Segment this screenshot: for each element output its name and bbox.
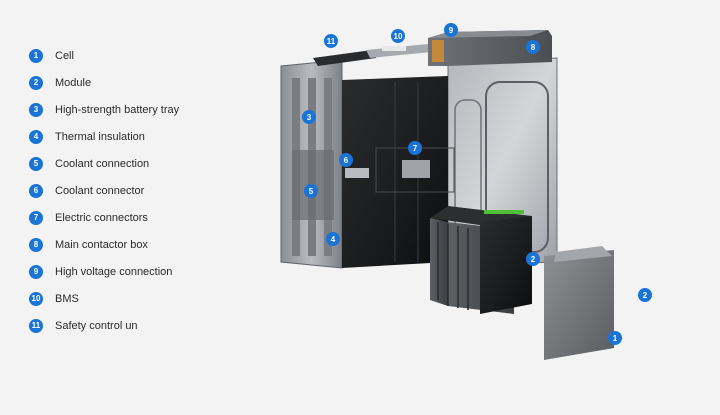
- legend-label: Main contactor box: [55, 238, 148, 251]
- callout-9: 9: [444, 23, 458, 37]
- callout-4: 4: [326, 232, 340, 246]
- module: [430, 206, 532, 314]
- legend-badge: 10: [29, 291, 43, 306]
- legend-badge: 2: [29, 75, 43, 90]
- legend-label: Electric connectors: [55, 211, 148, 224]
- legend-badge: 4: [29, 129, 43, 144]
- legend-item-main-contactor-box: 8 Main contactor box: [29, 231, 179, 258]
- legend-label: Cell: [55, 49, 74, 62]
- callout-8: 8: [526, 40, 540, 54]
- callout-2-module: 2: [526, 252, 540, 266]
- legend-label: Module: [55, 76, 92, 89]
- legend-badge: 1: [29, 48, 43, 63]
- battery-tray: [280, 59, 343, 269]
- legend-badge: 7: [29, 210, 43, 225]
- legend-badge: 8: [29, 237, 43, 252]
- svg-text:7: 7: [413, 144, 418, 153]
- legend-item-cell: 1 Cell: [29, 42, 179, 69]
- svg-text:11: 11: [327, 37, 336, 46]
- legend-badge: 3: [29, 102, 43, 117]
- svg-text:6: 6: [344, 156, 349, 165]
- svg-text:3: 3: [307, 113, 312, 122]
- svg-text:9: 9: [449, 26, 454, 35]
- main-contactor-box: [428, 30, 552, 66]
- legend-badge: 11: [29, 318, 43, 333]
- callout-1: 1: [608, 331, 622, 345]
- callout-3: 3: [302, 110, 316, 124]
- legend-item-module: 2 Module: [29, 69, 179, 96]
- legend-label: Safety control un: [55, 319, 138, 332]
- legend-item-bms: 10 BMS: [29, 285, 179, 312]
- svg-text:2: 2: [531, 255, 536, 264]
- callout-6: 6: [339, 153, 353, 167]
- legend-label: High-strength battery tray: [55, 103, 180, 116]
- svg-text:4: 4: [331, 235, 336, 244]
- svg-text:5: 5: [309, 187, 314, 196]
- legend-label: BMS: [55, 292, 79, 305]
- legend-item-coolant-connection: 5 Coolant connection: [29, 150, 179, 177]
- legend-label: Coolant connection: [55, 157, 150, 170]
- svg-text:1: 1: [613, 334, 618, 343]
- legend: 1 Cell 2 Module 3 High-strength battery …: [29, 42, 179, 339]
- legend-label: Coolant connector: [55, 184, 145, 197]
- legend-item-high-voltage: 9 High voltage connection: [29, 258, 179, 285]
- callout-2: 2: [638, 288, 652, 302]
- svg-text:2: 2: [643, 291, 648, 300]
- legend-item-thermal-insulation: 4 Thermal insulation: [29, 123, 179, 150]
- legend-item-safety-control: 11 Safety control un: [29, 312, 179, 339]
- legend-badge: 6: [29, 183, 43, 198]
- cell: [544, 246, 614, 360]
- svg-text:8: 8: [531, 43, 536, 52]
- pack-cover: [342, 76, 455, 268]
- legend-label: Thermal insulation: [55, 130, 145, 143]
- legend-item-coolant-connector: 6 Coolant connector: [29, 177, 179, 204]
- svg-text:10: 10: [394, 32, 403, 41]
- callout-11: 11: [324, 34, 338, 48]
- legend-label: High voltage connection: [55, 265, 173, 278]
- legend-item-battery-tray: 3 High-strength battery tray: [29, 96, 179, 123]
- callout-7: 7: [408, 141, 422, 155]
- callout-5: 5: [304, 184, 318, 198]
- legend-item-electric-connectors: 7 Electric connectors: [29, 204, 179, 231]
- legend-badge: 9: [29, 264, 43, 279]
- legend-badge: 5: [29, 156, 43, 171]
- top-components: [313, 44, 432, 66]
- callout-10: 10: [391, 29, 405, 43]
